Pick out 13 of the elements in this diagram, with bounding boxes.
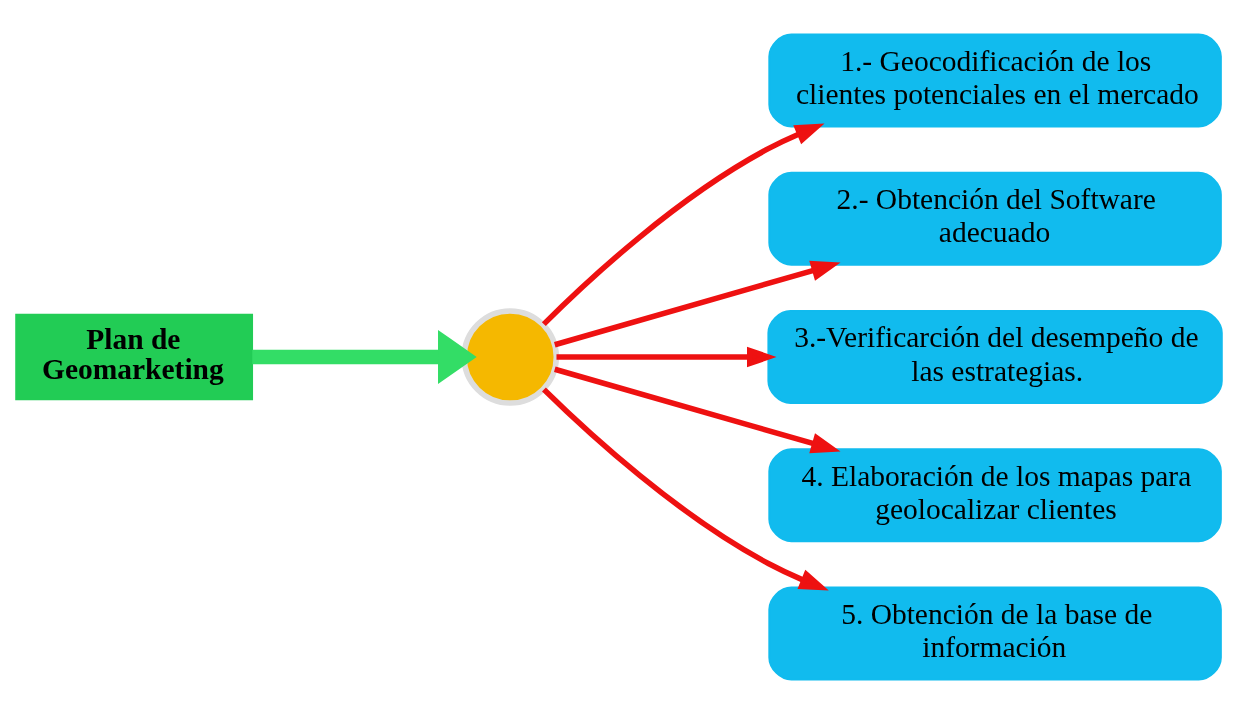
arrow xyxy=(554,366,841,454)
node-box: 2.- Obtención del Software adecuado xyxy=(768,171,1222,266)
arrow xyxy=(554,260,841,348)
node-box: 1.- Geocodificación de los clientes potenciales en el mercado xyxy=(768,33,1222,128)
node-circle xyxy=(461,308,560,406)
arrow xyxy=(542,387,829,591)
arrow xyxy=(541,123,825,327)
arrow xyxy=(556,346,777,368)
node-box: Plan de Geomarketing xyxy=(15,313,254,401)
arrow xyxy=(252,329,477,385)
node-box: 4. Elaboración de los mapas para geolocalizar clientes xyxy=(768,448,1222,543)
node-box: 3.-Verificarción del desempeño de las estrategias. xyxy=(767,310,1223,404)
node-box: 5. Obtención de la base de información xyxy=(768,586,1222,681)
